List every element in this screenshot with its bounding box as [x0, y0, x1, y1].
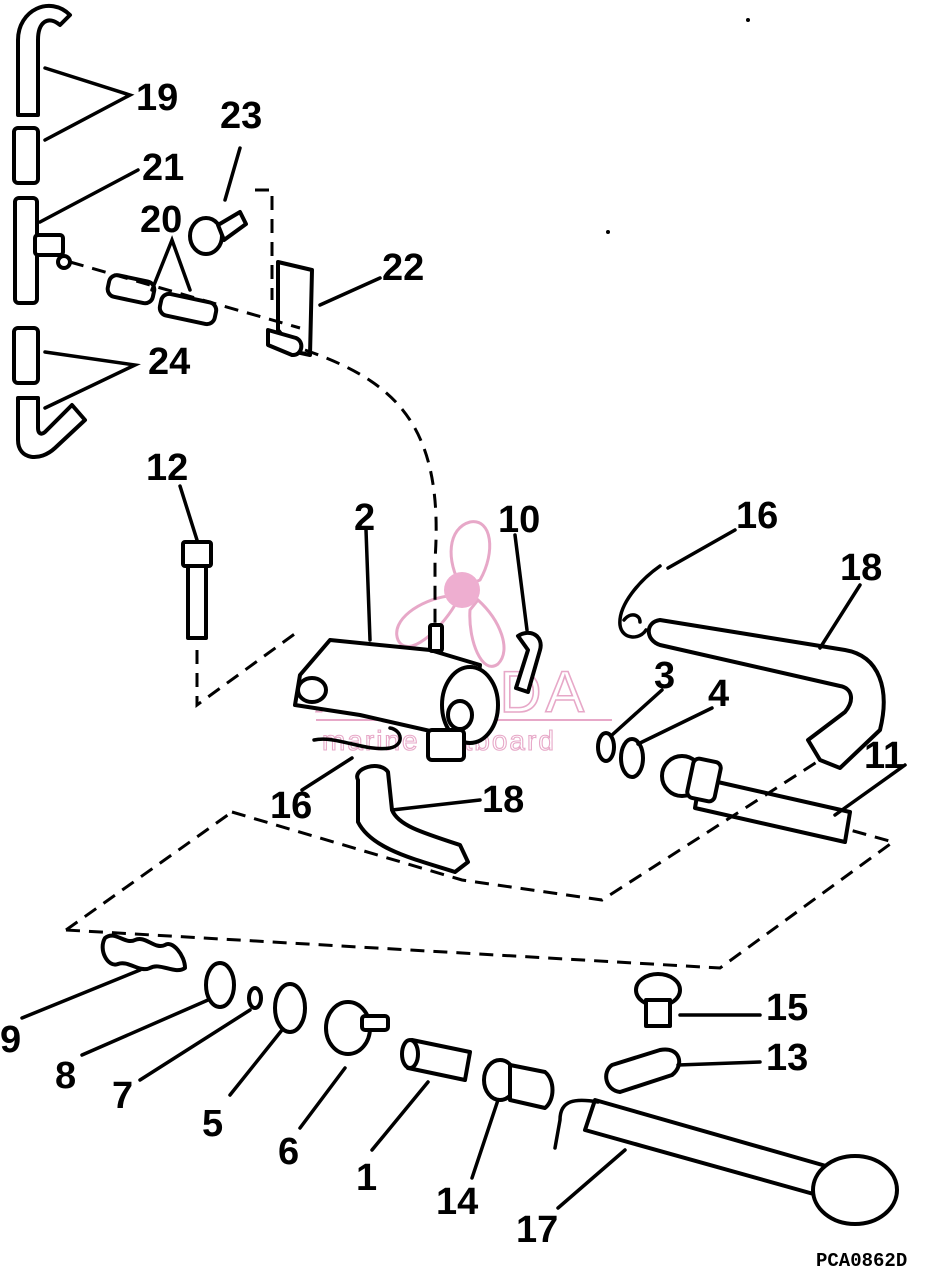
callout-18-upper: 18 [840, 547, 882, 589]
assembly-line-hose [304, 348, 438, 625]
assembly-line-top [69, 260, 301, 330]
callout-24: 24 [148, 341, 190, 383]
assembly-line-mid [231, 758, 821, 902]
callout-8: 8 [55, 1055, 76, 1097]
callout-11: 11 [864, 735, 904, 777]
tee-fitting-21 [13, 196, 72, 305]
washer-8 [204, 961, 236, 1009]
o-ring-7 [247, 986, 263, 1010]
callout-17: 17 [516, 1209, 558, 1251]
o-ring-4 [619, 737, 645, 779]
valve-1 [400, 1038, 472, 1082]
retainer-6 [324, 1000, 390, 1056]
spring-9 [100, 933, 187, 973]
callout-16-lower: 16 [270, 785, 312, 827]
screw-15 [634, 972, 682, 1028]
callout-21: 21 [142, 147, 184, 189]
connector-20b [157, 291, 219, 327]
hose-19 [12, 3, 72, 185]
hose-24 [12, 326, 87, 459]
callout-14: 14 [436, 1181, 478, 1223]
bracket-13 [604, 1047, 682, 1094]
bolt-12 [181, 540, 213, 640]
lever-17 [553, 1098, 899, 1226]
fitting-11 [660, 754, 852, 844]
callout-2: 2 [354, 497, 375, 539]
callout-12: 12 [146, 447, 188, 489]
clamp-22 [266, 260, 314, 357]
drawing-code: PCA0862D [816, 1250, 907, 1271]
callout-5: 5 [202, 1103, 223, 1145]
clip-10 [514, 630, 543, 694]
callout-9: 9 [0, 1019, 21, 1061]
callout-15: 15 [766, 987, 808, 1029]
housing-2 [293, 623, 500, 762]
callout-19: 19 [136, 77, 178, 119]
watermark-propeller-icon [395, 520, 506, 668]
callout-20: 20 [140, 199, 182, 241]
callout-10: 10 [498, 499, 540, 541]
scan-dot [746, 18, 750, 22]
callout-4: 4 [708, 673, 729, 715]
assembly-line-lower [65, 810, 897, 970]
callout-13: 13 [766, 1037, 808, 1079]
callout-23: 23 [220, 95, 262, 137]
callout-22: 22 [382, 247, 424, 289]
callout-3: 3 [654, 655, 675, 697]
plug-14 [482, 1058, 555, 1110]
connector-20a [105, 273, 157, 306]
spring-clip-16a [312, 726, 402, 751]
o-ring-5 [273, 982, 307, 1034]
scan-dot [606, 230, 610, 234]
callout-16-upper: 16 [736, 495, 778, 537]
callout-6: 6 [278, 1131, 299, 1173]
o-ring-3 [596, 731, 616, 763]
callout-7: 7 [112, 1075, 133, 1117]
callout-18-lower: 18 [482, 779, 524, 821]
spring-clip-16b [618, 564, 662, 639]
assembly-line-bolt [195, 628, 301, 708]
hose-18b [646, 618, 886, 770]
callout-1: 1 [356, 1157, 377, 1199]
assembly-line-screw [255, 188, 274, 300]
screw-23 [188, 210, 248, 256]
leader-lines [20, 66, 907, 1210]
hose-18a [355, 764, 470, 874]
